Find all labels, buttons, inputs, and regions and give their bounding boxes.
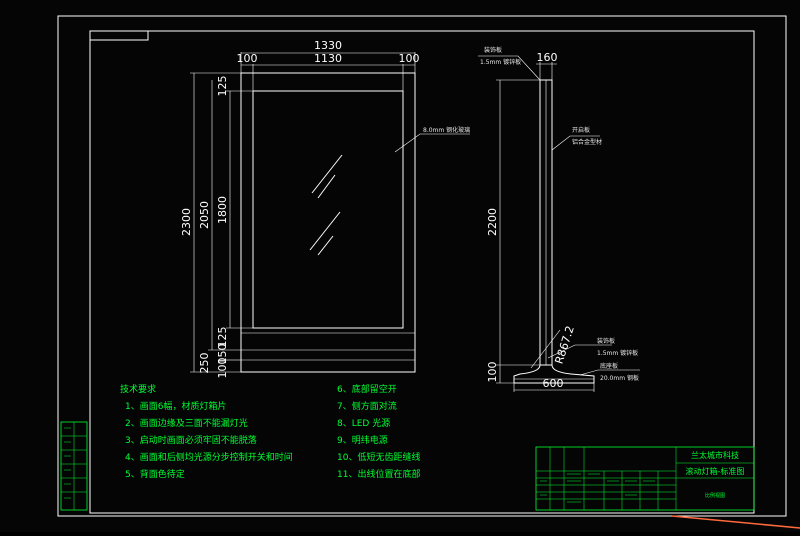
front-outer-frame bbox=[240, 72, 416, 373]
dim-mid-height: 2050 bbox=[198, 201, 211, 229]
inner-frame bbox=[89, 30, 755, 514]
left-title-strip bbox=[60, 421, 88, 511]
corner-marker-line bbox=[671, 515, 800, 529]
technical-requirements: 技术要求 1、画面6幅，材质灯箱片 2、画面边缘及三面不能漏灯光 3、启动时画面… bbox=[120, 383, 420, 480]
dim-side-radius: R867.2 bbox=[552, 324, 576, 365]
front-top-dimension-lines bbox=[240, 52, 416, 91]
side-note-top-2: 1.5mm 镀锌板 bbox=[480, 58, 521, 66]
requirement-item: 5、背面色待定 bbox=[125, 468, 185, 480]
side-note-mid-1: 开启板 bbox=[572, 126, 590, 134]
requirement-item: 7、侧方面对流 bbox=[337, 400, 397, 412]
title-block: 兰太城市科技 滚动灯箱-标准图 比例视图 bbox=[535, 446, 755, 511]
front-screen-frame bbox=[252, 90, 404, 329]
requirement-item: 9、明纬电源 bbox=[337, 434, 388, 446]
dim-base-b: 100 bbox=[216, 358, 229, 379]
dim-base-a: 250 bbox=[198, 353, 211, 374]
side-note-base-3: 底座板 bbox=[600, 362, 618, 370]
dim-inner-width: 1130 bbox=[314, 52, 342, 65]
title-note: 比例视图 bbox=[705, 492, 725, 499]
dim-side-depth: 160 bbox=[537, 51, 558, 64]
dim-right-margin: 100 bbox=[399, 52, 420, 65]
side-note-mid-2: 铝合金型材 bbox=[572, 138, 602, 146]
glass-leader-line bbox=[394, 133, 470, 153]
requirement-item: 2、画面边缘及三面不能漏灯光 bbox=[125, 417, 248, 429]
dim-screen-height: 1800 bbox=[216, 196, 229, 224]
dim-side-base-height: 100 bbox=[486, 362, 499, 383]
requirement-item: 10、低短无齿距缝线 bbox=[337, 451, 420, 463]
requirement-item: 8、LED 光源 bbox=[337, 417, 390, 429]
dim-side-height: 2200 bbox=[486, 208, 499, 236]
side-note-base-2: 1.5mm 镀锌板 bbox=[597, 349, 638, 357]
front-left-dimension-lines bbox=[190, 72, 253, 373]
dim-lower-margin: 125 bbox=[216, 327, 229, 348]
dim-left-margin: 100 bbox=[237, 52, 258, 65]
side-note-base-1: 装饰板 bbox=[597, 337, 615, 345]
title-drawing-name: 滚动灯箱-标准图 bbox=[686, 466, 745, 476]
dim-top-margin: 125 bbox=[216, 76, 229, 97]
requirement-item: 4、画面和后侧均光源分步控制开关和时间 bbox=[125, 451, 293, 463]
corner-tag-box bbox=[89, 30, 149, 41]
glass-glint-marks bbox=[309, 154, 343, 256]
side-note-base-4: 20.0mm 钢板 bbox=[600, 374, 639, 382]
dim-side-base-width: 600 bbox=[543, 377, 564, 390]
requirement-item: 3、启动时画面必须牢固不能脱落 bbox=[125, 434, 257, 446]
front-view: 1330 100 1130 100 2300 2050 1800 125 125… bbox=[180, 39, 470, 379]
side-view: 160 2200 100 600 R867.2 装饰板 1.5mm 镀锌板 开启… bbox=[478, 46, 640, 392]
dim-total-height: 2300 bbox=[180, 208, 193, 236]
side-note-top-1: 装饰板 bbox=[484, 46, 502, 54]
glass-note: 8.0mm 钢化玻璃 bbox=[423, 126, 470, 134]
dim-base-c: 150 bbox=[216, 344, 229, 365]
requirements-title: 技术要求 bbox=[120, 383, 156, 395]
dim-total-width: 1330 bbox=[314, 39, 342, 52]
side-base bbox=[513, 364, 595, 384]
requirement-item: 1、画面6幅，材质灯箱片 bbox=[125, 400, 226, 412]
requirement-item: 11、出线位置在底部 bbox=[337, 468, 420, 480]
title-company: 兰太城市科技 bbox=[691, 450, 739, 460]
requirement-item: 6、底部留空开 bbox=[337, 383, 397, 395]
outer-frame bbox=[57, 15, 787, 517]
